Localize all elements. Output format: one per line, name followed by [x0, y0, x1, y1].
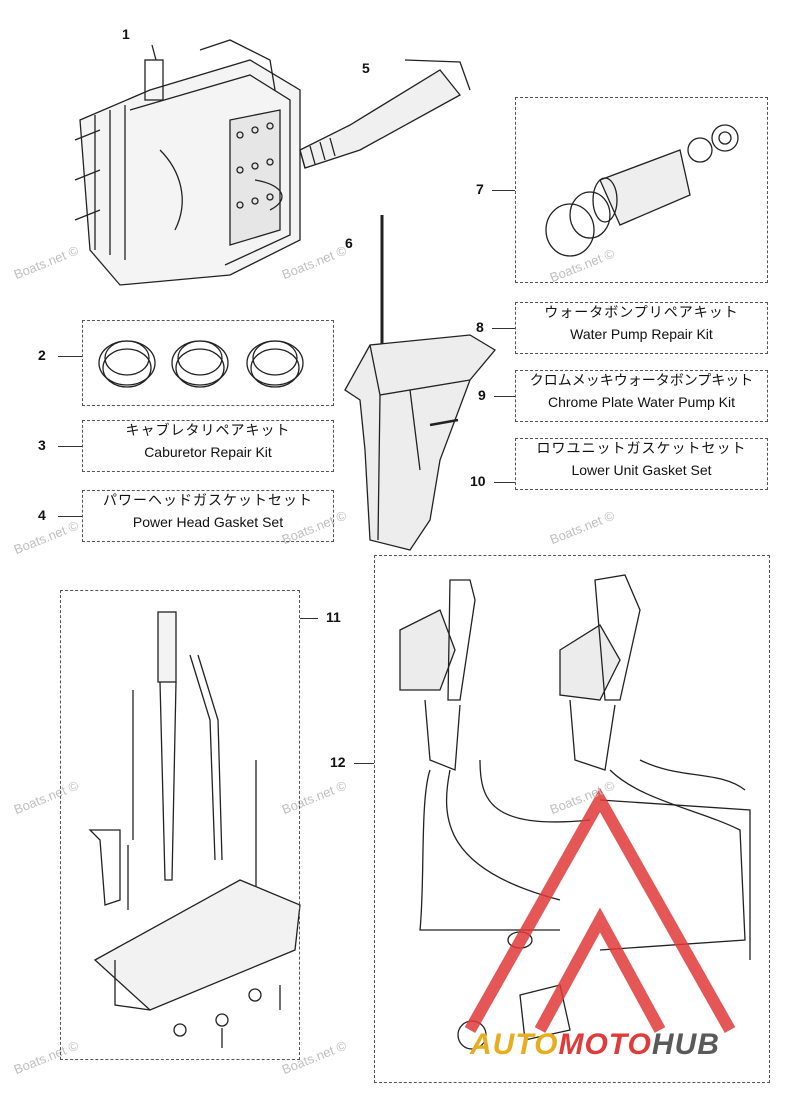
- water-pump-drawing: [545, 124, 739, 257]
- part-number-7: 7: [476, 181, 484, 197]
- automotohub-logo-mark: [464, 787, 736, 1033]
- exhaust-group-box: [60, 590, 300, 1060]
- kit-name-en: Water Pump Repair Kit: [570, 326, 713, 342]
- part-number-3: 3: [38, 437, 46, 453]
- leader-line: [58, 446, 82, 447]
- part-number-5: 5: [362, 60, 370, 76]
- kit-name-jp: キャブレタリペアキット: [125, 423, 291, 439]
- kit-name-jp: パワーヘッドガスケットセット: [103, 493, 313, 509]
- part-number-10: 10: [470, 473, 486, 489]
- drive-shaft-drawing: [299, 59, 471, 169]
- kit-label-carburetor: キャブレタリペアキット Caburetor Repair Kit: [82, 420, 334, 472]
- leader-line: [58, 516, 82, 517]
- power-head-drawing: [74, 39, 301, 286]
- kit-label-chrome-water-pump: クロムメッキウォータボンプキット Chrome Plate Water Pump…: [515, 370, 768, 422]
- part-number-2: 2: [38, 347, 46, 363]
- remote-control-box: [374, 555, 770, 1083]
- kit-name-en: Caburetor Repair Kit: [144, 444, 272, 460]
- water-pump-kit-box: [515, 97, 768, 283]
- leader-line: [300, 618, 318, 619]
- brand-part-1: AUTO: [470, 1028, 559, 1061]
- kit-name-en: Lower Unit Gasket Set: [571, 462, 712, 478]
- leader-line: [58, 356, 82, 357]
- leader-line: [494, 396, 515, 397]
- kit-name-jp: ウォータボンプリペアキット: [544, 305, 739, 321]
- part-number-6: 6: [345, 235, 353, 251]
- lower-unit-drawing: [344, 215, 496, 551]
- kit-name-en: Chrome Plate Water Pump Kit: [548, 394, 735, 410]
- remote-control-drawing: [399, 574, 751, 1050]
- piston-ring-box: [82, 320, 334, 406]
- leader-line: [354, 763, 374, 764]
- brand-part-2: MOTO: [558, 1028, 652, 1061]
- part-number-4: 4: [38, 507, 46, 523]
- leader-line: [492, 328, 515, 329]
- leader-line: [494, 482, 515, 483]
- part-number-12: 12: [330, 754, 346, 770]
- piston-rings-drawing: [98, 340, 304, 388]
- brand-part-3: HUB: [651, 1028, 720, 1061]
- leader-line: [492, 190, 515, 191]
- part-number-9: 9: [478, 387, 486, 403]
- part-number-11: 11: [326, 609, 341, 625]
- kit-name-jp: クロムメッキウォータボンプキット: [529, 373, 754, 389]
- kit-name-jp: ロワユニットガスケットセット: [536, 441, 747, 457]
- kit-name-en: Power Head Gasket Set: [132, 514, 284, 530]
- part-number-1: 1: [122, 26, 130, 42]
- exhaust-group-drawing: [88, 611, 301, 1048]
- kit-label-lower-unit-gasket: ロワユニットガスケットセット Lower Unit Gasket Set: [515, 438, 768, 490]
- brand-wordmark: AUTOMOTOHUB: [470, 1028, 720, 1062]
- kit-label-water-pump-repair: ウォータボンプリペアキット Water Pump Repair Kit: [515, 302, 768, 354]
- part-number-8: 8: [476, 319, 484, 335]
- kit-label-power-head-gasket: パワーヘッドガスケットセット Power Head Gasket Set: [82, 490, 334, 542]
